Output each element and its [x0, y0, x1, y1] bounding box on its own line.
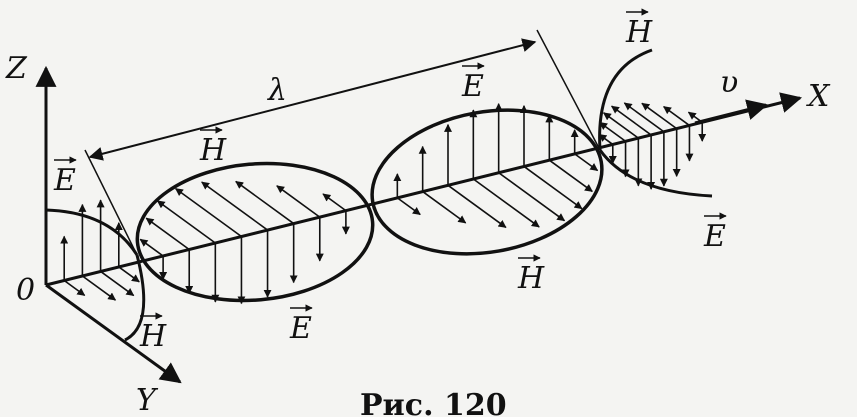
field-label-e-start: E: [53, 156, 77, 198]
h-field-vector: [174, 187, 242, 238]
h-field-vector: [63, 279, 86, 297]
field-label-e-lobe2: E: [461, 62, 485, 104]
svg-text:E: E: [461, 69, 484, 104]
h-field-vector: [201, 181, 269, 231]
h-field-vector: [235, 180, 295, 225]
lobe-1: [135, 161, 375, 303]
h-envelope-end: [598, 48, 653, 151]
h-field-vector: [276, 185, 321, 218]
h-field-vector: [574, 153, 599, 172]
h-field-vector: [322, 193, 347, 212]
svg-text:H: H: [139, 319, 167, 354]
h-field-vector: [145, 217, 190, 251]
field-label-e-lobe1: E: [289, 304, 313, 346]
field-vectors: [60, 102, 707, 305]
h-field-vector: [602, 112, 639, 139]
velocity-arrow: [694, 99, 769, 125]
h-field-vector: [641, 102, 678, 130]
lobe-2: [370, 108, 604, 256]
origin-label: 0: [16, 273, 35, 308]
h-field-vector: [156, 200, 216, 244]
svg-text:E: E: [289, 311, 312, 346]
figure-caption: Рис. 120: [360, 388, 507, 417]
h-field-vector: [523, 165, 583, 210]
h-field-vector: [610, 105, 652, 136]
wavelength-extension-left: [84, 149, 138, 256]
z-axis-label: Z: [5, 51, 28, 86]
e-envelope-start: [45, 208, 139, 256]
h-field-vector: [663, 105, 690, 127]
y-axis: [45, 283, 182, 384]
h-field-vector: [623, 102, 665, 133]
h-field-vector: [118, 266, 140, 283]
wavelength-arrow: [88, 38, 537, 161]
h-field-vector: [396, 197, 421, 216]
wavelength-label: λ: [267, 73, 287, 108]
velocity-label: υ: [720, 65, 738, 100]
h-field-vector: [422, 190, 467, 224]
h-field-vector: [100, 270, 135, 297]
h-field-vector: [599, 121, 627, 142]
field-label-e-end: E: [703, 212, 727, 254]
h-field-vector: [81, 275, 117, 301]
svg-text:H: H: [625, 15, 653, 50]
x-axis-label: X: [806, 79, 831, 114]
y-axis-label: Y: [136, 383, 159, 417]
svg-text:H: H: [199, 133, 227, 168]
field-label-h-start: H: [139, 312, 167, 354]
field-label-h-lobe2: H: [517, 254, 545, 296]
svg-text:E: E: [53, 163, 76, 198]
field-label-h-lobe1: H: [199, 126, 227, 168]
h-field-vector: [472, 178, 540, 228]
h-envelope-start: [124, 254, 146, 342]
wavelength-extension-right: [536, 29, 601, 151]
h-field-vector: [139, 238, 164, 257]
h-field-vector: [598, 133, 614, 146]
h-field-vector: [447, 184, 507, 229]
h-field-vector: [548, 159, 593, 193]
svg-text:H: H: [517, 261, 545, 296]
e-envelope-end: [598, 149, 713, 198]
h-field-vector: [498, 172, 566, 222]
field-label-h-end: H: [625, 8, 653, 50]
wave-envelopes: [45, 48, 713, 342]
svg-text:E: E: [703, 219, 726, 254]
